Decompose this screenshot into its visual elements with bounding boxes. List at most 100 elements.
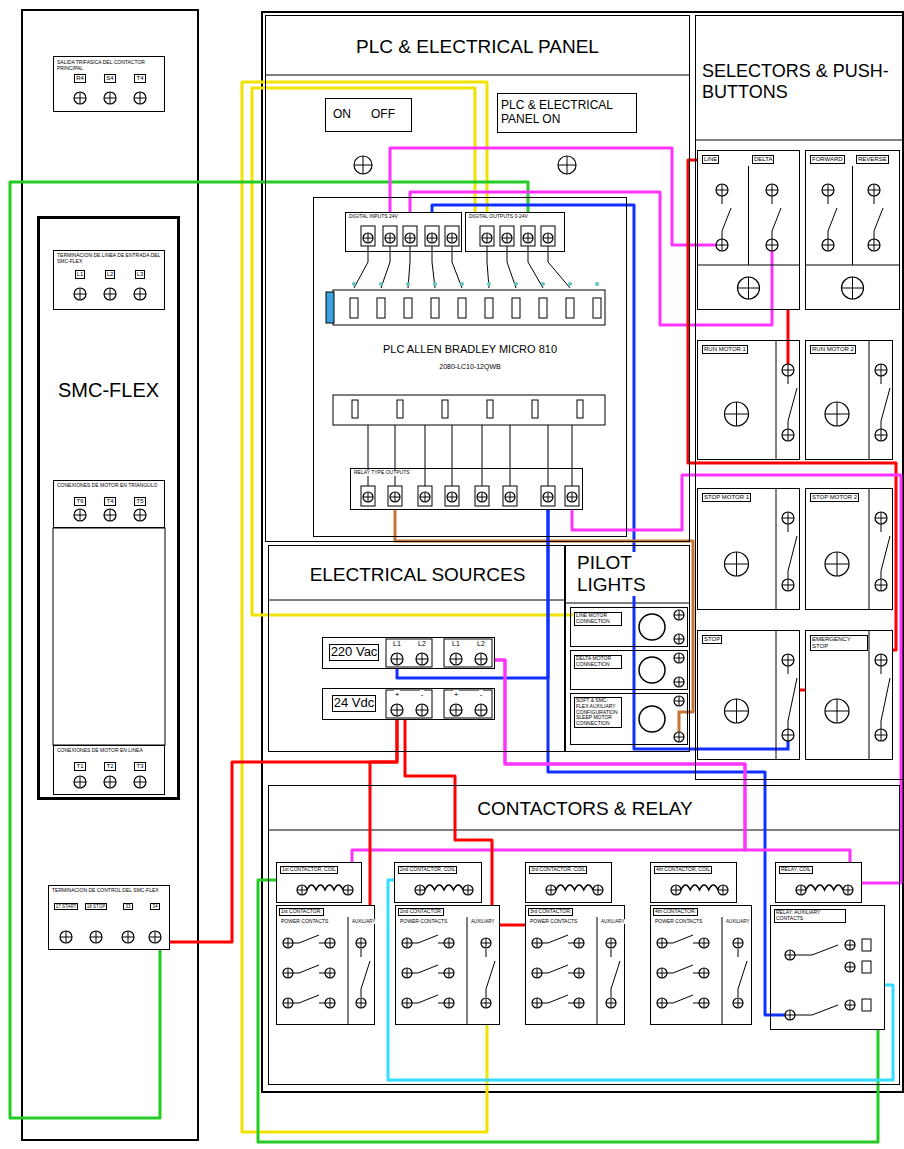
terminal-symbol [725, 552, 749, 576]
terminal-symbol [733, 938, 743, 948]
terminal-ring [606, 998, 616, 1008]
terminal-symbol [90, 931, 102, 943]
pilot-lamp [639, 706, 665, 732]
terminal-cross [574, 968, 584, 978]
terminal-cross [593, 885, 603, 895]
contact-symbol [795, 1015, 812, 1016]
wire [258, 880, 878, 1142]
terminal-strip [444, 690, 492, 718]
terminal-housing [445, 486, 459, 506]
terminal-symbol [391, 653, 403, 665]
terminal-cross [674, 610, 684, 620]
terminal-cross [546, 885, 556, 895]
contact-symbol [548, 965, 568, 973]
coil-symbol [556, 885, 593, 890]
terminal-symbol [502, 233, 512, 243]
terminal-symbol [477, 492, 487, 502]
terminal-ring [356, 938, 366, 948]
terminal-cross [402, 938, 412, 948]
terminal-ring [733, 998, 743, 1008]
internal-wire [425, 425, 426, 486]
terminal-cross [738, 277, 760, 299]
switch-symbol [611, 949, 612, 957]
contact-symbol [548, 935, 568, 943]
terminal-ring [402, 998, 412, 1008]
status-led [541, 282, 545, 286]
wire-end [697, 741, 788, 749]
terminal-ring [782, 579, 794, 591]
terminal-cross [843, 885, 853, 895]
terminal-ring [868, 239, 880, 251]
terminal-cross [104, 509, 116, 521]
terminal-symbol [782, 364, 794, 376]
terminal-symbol [134, 92, 146, 104]
terminal-cross [796, 885, 806, 895]
io-slot [442, 400, 448, 418]
terminal-cross [785, 1010, 795, 1020]
terminal-ring [427, 233, 437, 243]
terminal-symbol [766, 184, 778, 196]
terminal-ring [283, 938, 293, 948]
box-text: 2080-LC10-12QWB [438, 363, 501, 371]
terminal-cross [674, 653, 684, 663]
terminal-cross [104, 92, 116, 104]
wire [252, 88, 570, 615]
terminal-symbol [444, 998, 454, 1008]
terminal-housing [541, 226, 555, 246]
power-switch: ONOFF [325, 98, 412, 132]
wire [688, 160, 896, 650]
terminal-cross [74, 776, 86, 788]
terminal-ring [674, 677, 684, 687]
terminal-symbol [738, 277, 760, 299]
terminal-cross [415, 885, 425, 895]
contact-symbol [542, 1003, 548, 1004]
terminal-cross [149, 931, 161, 943]
contactor-block: 4th CONTACTOR:POWER CONTACTSAUXILIARY [650, 905, 752, 1025]
box-title: ON [332, 108, 352, 122]
terminal-cross [782, 654, 794, 666]
terminal-ring [796, 885, 806, 895]
terminal-ring [842, 277, 864, 299]
box-title: CONTACTORS & RELAY [476, 798, 693, 820]
terminal-strip [386, 639, 432, 667]
terminal-cross [450, 704, 462, 716]
terminal-ring [74, 288, 86, 300]
terminal-ring [532, 938, 542, 948]
terminal-symbol [657, 998, 667, 1008]
terminal-symbol [875, 579, 887, 591]
pilot-lamp [639, 657, 665, 683]
terminal-cross [416, 704, 428, 716]
io-slot [404, 298, 412, 318]
terminal-cross [657, 968, 667, 978]
switch-symbol [874, 208, 883, 231]
terminal-label: T6 [74, 497, 85, 506]
terminal-symbol [149, 931, 161, 943]
contact-symbol [548, 995, 568, 1003]
switch-symbol [788, 421, 789, 429]
terminal-ring [674, 653, 684, 663]
terminal-ring [674, 732, 684, 742]
wire [370, 720, 397, 905]
wire [388, 880, 893, 1080]
box-title: DELTA MOTOR CONNECTION [574, 655, 622, 669]
terminal-cross [875, 654, 887, 666]
terminal-cross [444, 998, 454, 1008]
switch-symbol [874, 196, 875, 204]
terminal-ring [674, 634, 684, 644]
wire [170, 720, 397, 942]
switch-symbol [881, 388, 890, 421]
contact-symbol [673, 935, 693, 943]
terminal-cross [402, 998, 412, 1008]
terminal-ring [785, 950, 795, 960]
terminal-ring [390, 492, 400, 502]
terminal-symbol [606, 938, 616, 948]
terminal-ring [766, 239, 778, 251]
internal-wire [510, 425, 511, 486]
terminal-cross [725, 402, 749, 426]
terminal-ring [567, 492, 577, 502]
power-source: 220 Vac [322, 637, 495, 669]
io-slot [485, 298, 493, 318]
terminal-ring [450, 704, 462, 716]
terminal-ring [845, 940, 855, 950]
box-text: POWER CONTACTS [399, 919, 448, 925]
